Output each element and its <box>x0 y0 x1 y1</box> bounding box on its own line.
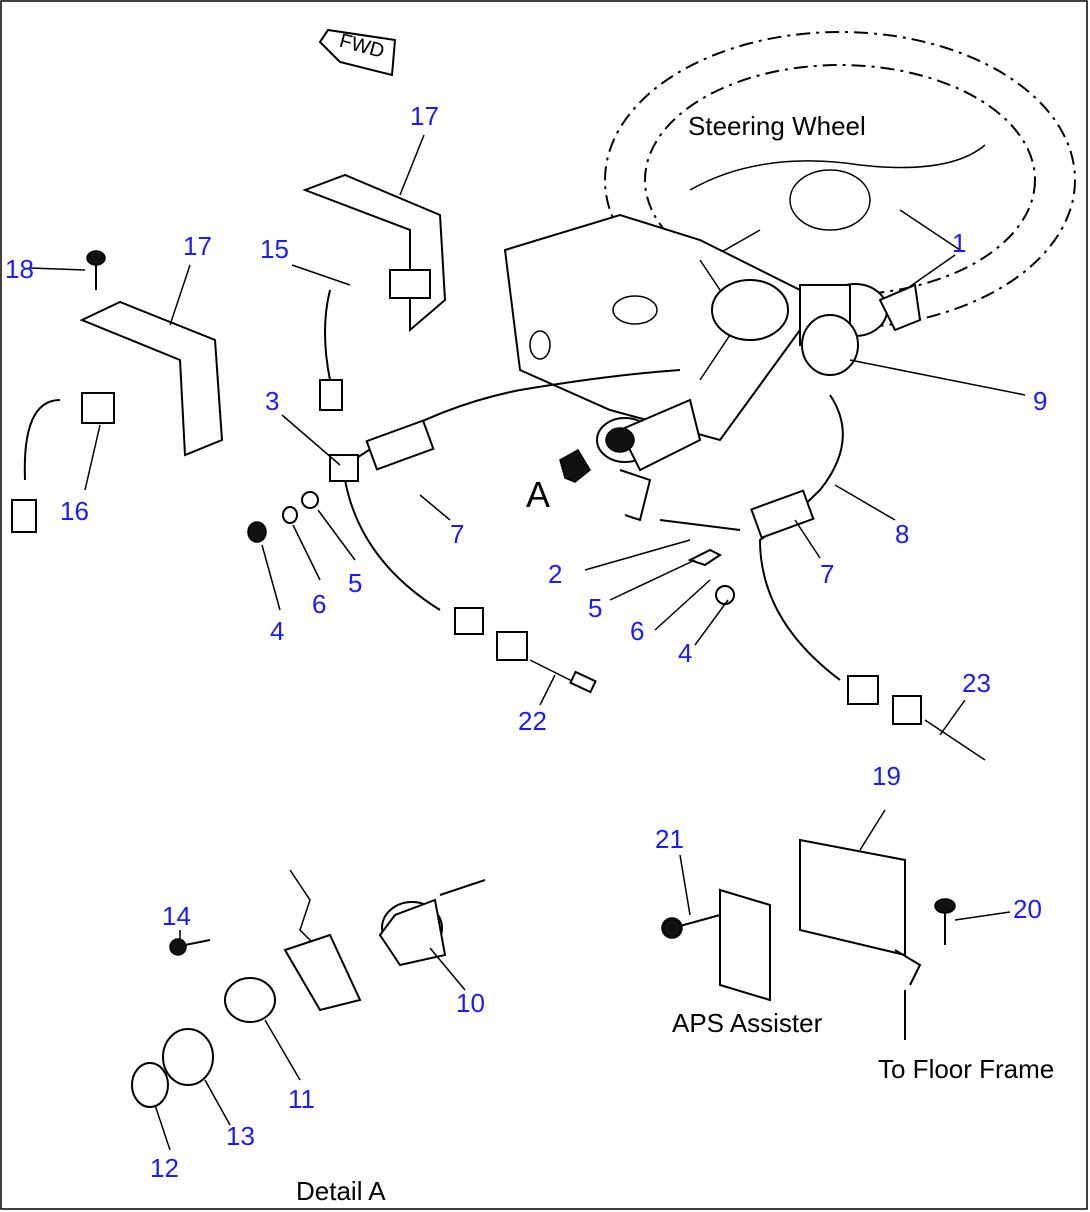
steering-wheel <box>604 31 1076 329</box>
callout-11: 11 <box>288 1084 315 1114</box>
callout-17-left: 17 <box>183 231 212 261</box>
callout-13: 13 <box>226 1121 255 1151</box>
bracket-upper <box>302 173 447 411</box>
callout-1: 1 <box>952 228 966 258</box>
callout-5-left: 5 <box>348 568 362 598</box>
detail-a-label: Detail A <box>296 1176 386 1206</box>
callout-15: 15 <box>260 234 289 264</box>
callout-23: 23 <box>962 668 991 698</box>
view-arrow-a: A <box>526 448 591 515</box>
detail-a-assembly <box>131 869 486 1108</box>
callout-22: 22 <box>518 706 547 736</box>
to-floor-frame-label: To Floor Frame <box>878 1054 1054 1084</box>
callout-7-right: 7 <box>820 559 834 589</box>
callout-8: 8 <box>895 519 909 549</box>
right-harness <box>659 394 986 761</box>
view-a-label: A <box>526 474 550 515</box>
steering-wheel-label: Steering Wheel <box>688 111 866 141</box>
aps-assister-label: APS Assister <box>672 1008 823 1038</box>
callout-6-right: 6 <box>630 616 644 646</box>
callout-9: 9 <box>1033 386 1047 416</box>
callout-6-left: 6 <box>312 589 326 619</box>
callout-7-left: 7 <box>450 519 464 549</box>
fasteners-right <box>687 548 735 605</box>
callout-2: 2 <box>548 559 562 589</box>
callout-14: 14 <box>162 901 191 931</box>
key-switch <box>799 283 922 376</box>
callout-4-right: 4 <box>678 638 692 668</box>
callout-4-left: 4 <box>270 616 284 646</box>
steering-column-bracket <box>503 213 801 442</box>
fasteners-left <box>247 491 319 543</box>
leader-lines <box>29 134 1026 1151</box>
callout-19: 19 <box>872 761 901 791</box>
callout-17-upper: 17 <box>410 101 439 131</box>
callout-16: 16 <box>60 496 89 526</box>
callout-5-right: 5 <box>588 593 602 623</box>
callout-10: 10 <box>456 988 485 1018</box>
callout-18: 18 <box>5 254 34 284</box>
bracket-left <box>11 250 224 533</box>
left-harness <box>329 369 681 694</box>
callout-3: 3 <box>265 386 279 416</box>
callout-12: 12 <box>150 1153 179 1183</box>
callout-20: 20 <box>1013 894 1042 924</box>
aps-assister <box>661 838 956 1040</box>
callout-21: 21 <box>655 824 684 854</box>
rotary-switch-upper <box>596 398 702 522</box>
fwd-sign: FWD <box>318 28 397 77</box>
